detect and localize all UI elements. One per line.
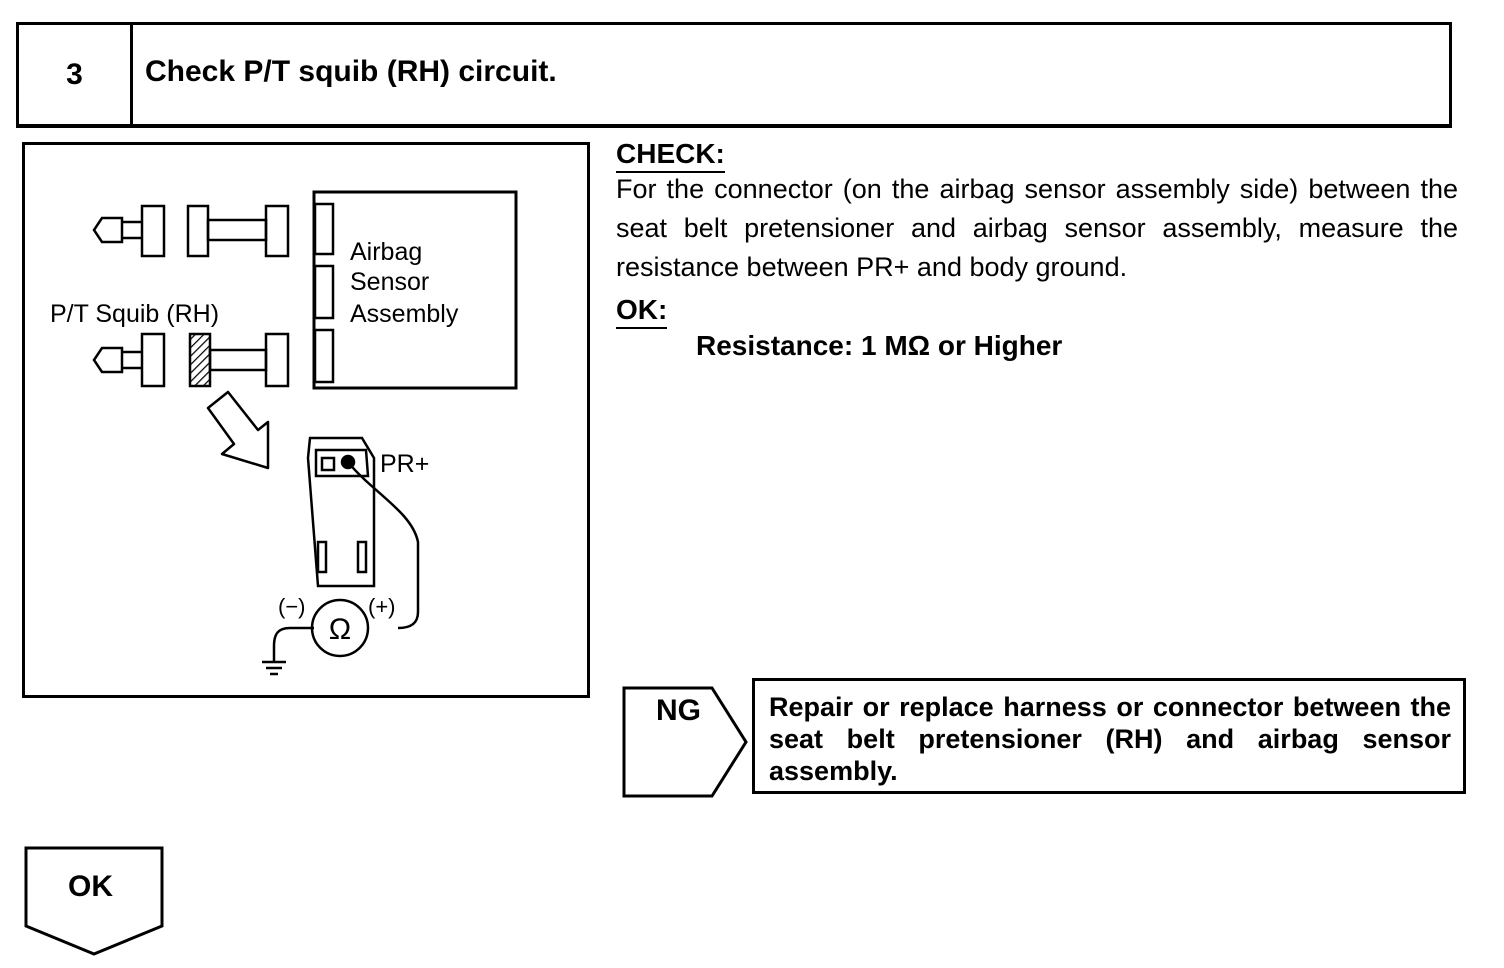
lower-squib-plug [92, 332, 166, 388]
terminal-label: PR+ [380, 450, 429, 478]
check-heading: CHECK: [616, 138, 725, 173]
resistance-spec: Resistance: 1 MΩ or Higher [696, 330, 1063, 361]
sensor-label-line2: Sensor [350, 268, 429, 296]
step-header: 3 Check P/T squib (RH) circuit. [16, 22, 1452, 128]
test-lead-negative [272, 626, 314, 662]
upper-squib-plug [92, 204, 166, 258]
ng-label: NG [656, 694, 701, 727]
plus-label: (+) [368, 594, 396, 619]
ok-arrow-icon [24, 846, 164, 956]
lower-harness-connector [188, 332, 290, 388]
squib-label: P/T Squib (RH) [50, 300, 219, 328]
upper-harness [186, 204, 290, 258]
pointer-arrow-icon [206, 390, 270, 470]
ng-result-box: Repair or replace harness or connector b… [752, 678, 1466, 794]
diagram-frame [22, 142, 590, 698]
sensor-label-line1: Airbag [350, 238, 422, 266]
ground-icon [262, 660, 286, 676]
check-instructions: For the connector (on the airbag sensor … [616, 174, 1458, 282]
step-number: 3 [19, 25, 133, 124]
sensor-side-connector [306, 436, 376, 588]
ng-result-text: Repair or replace harness or connector b… [769, 692, 1451, 786]
step-title: Check P/T squib (RH) circuit. [145, 55, 557, 88]
test-lead-positive [347, 461, 420, 630]
ohmmeter-symbol: Ω [329, 613, 351, 646]
ng-arrow-icon [622, 686, 748, 798]
circuit-diagram: Airbag Sensor Assembly P/T Squib (RH) [22, 142, 590, 698]
sensor-label-line3: Assembly [350, 300, 459, 328]
ok-heading: OK: [616, 294, 668, 329]
ok-flow-label: OK [68, 870, 113, 903]
circuit-diagram-svg: Airbag Sensor Assembly P/T Squib (RH) [22, 142, 590, 698]
airbag-sensor-assembly [312, 190, 518, 390]
minus-label: (−) [278, 594, 306, 619]
ohmmeter-icon [310, 598, 370, 658]
